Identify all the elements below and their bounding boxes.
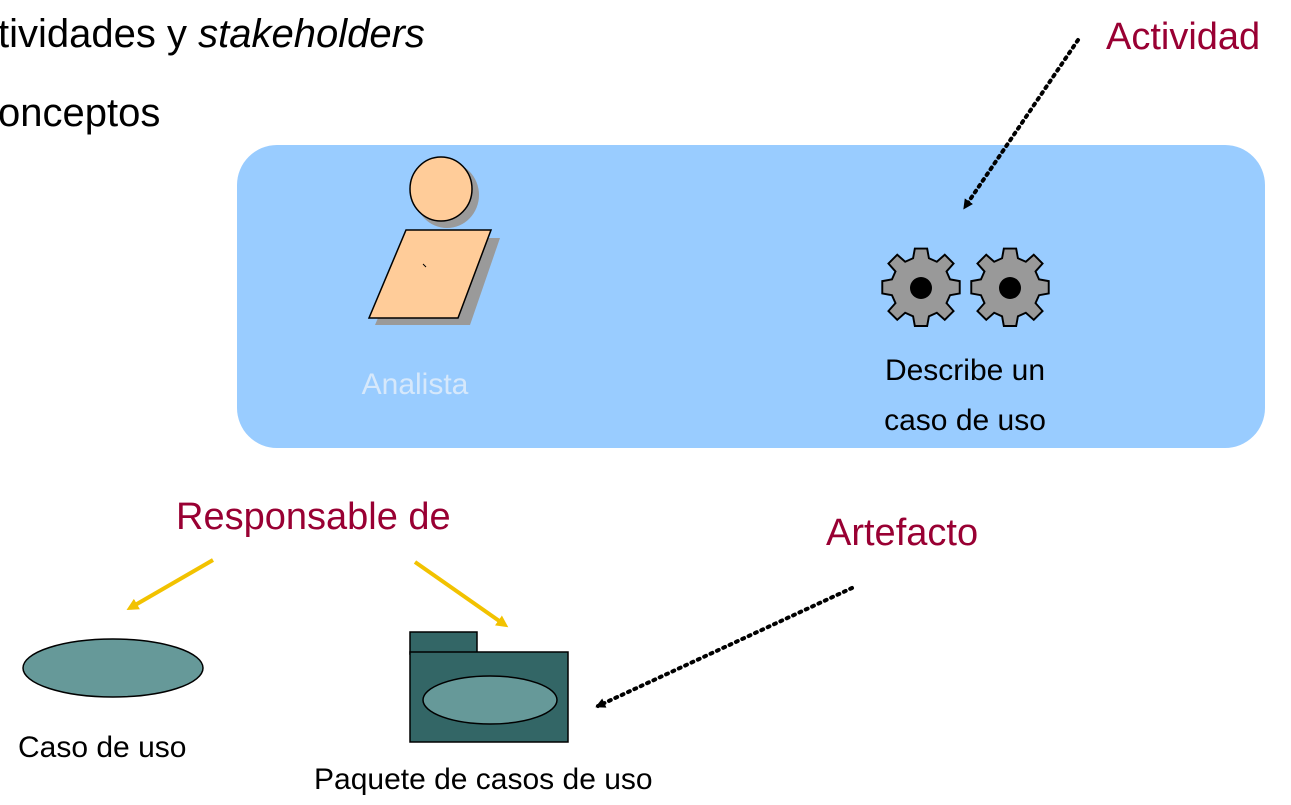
activity-label: Describe un caso de uso xyxy=(852,346,1078,446)
use-case-ellipse-icon xyxy=(22,638,204,698)
callout-actividad: Actividad xyxy=(1106,16,1261,58)
worker-icon xyxy=(367,156,500,325)
responsable-arrow-right xyxy=(413,560,509,628)
bullet-line-1: tividades y stakeholders xyxy=(0,14,425,54)
gear-left xyxy=(881,247,961,327)
use-case-label: Caso de uso xyxy=(18,731,187,764)
bullet-line-1-italic: stakeholders xyxy=(198,12,425,56)
worker-name: Analista xyxy=(361,368,469,401)
actividad-arrow-line xyxy=(963,38,1080,210)
activity-label-line-1: Describe un xyxy=(884,354,1046,387)
bullet-line-1-text: tividades y xyxy=(0,12,199,56)
activity-label-line-2: caso de uso xyxy=(884,404,1046,437)
gear-icon xyxy=(881,247,1050,327)
gear-right xyxy=(970,247,1050,327)
package-folder-icon xyxy=(409,631,569,743)
callout-artefacto: Artefacto xyxy=(826,512,979,554)
responsable-arrow-left xyxy=(126,558,215,611)
worker-body xyxy=(367,229,493,319)
artefacto-arrow-line xyxy=(595,586,854,708)
bullet-line-2: onceptos xyxy=(0,91,161,135)
callout-responsable: Responsable de xyxy=(176,496,451,538)
worker-head xyxy=(409,156,473,222)
package-label: Paquete de casos de uso xyxy=(314,763,653,796)
